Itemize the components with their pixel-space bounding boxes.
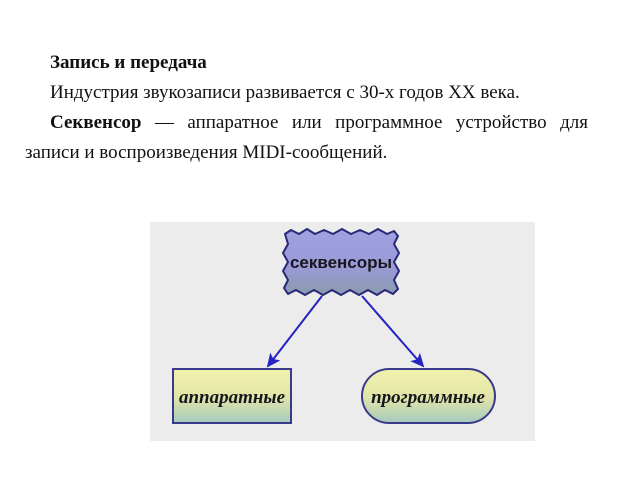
- diagram-panel: секвенсоры аппаратные программные: [150, 222, 535, 441]
- edge-root-to-right: [361, 295, 425, 368]
- root-node-label: секвенсоры: [290, 253, 392, 272]
- diagram-node-left[interactable]: аппаратные: [172, 368, 292, 424]
- right-node-shape: [361, 368, 496, 424]
- left-node-label: аппаратные: [179, 387, 286, 408]
- diagram-edges: [266, 295, 425, 368]
- slide-text-block: Запись и передача Индустрия звукозаписи …: [25, 48, 588, 168]
- diagram-node-root[interactable]: секвенсоры: [282, 228, 400, 296]
- left-node-shape: [172, 368, 292, 424]
- edge-root-to-left: [266, 295, 323, 368]
- right-node-label: программные: [371, 387, 485, 408]
- definition-term: Секвенсор: [50, 112, 142, 133]
- diagram-node-right[interactable]: программные: [361, 368, 496, 424]
- paragraph-intro: Индустрия звукозаписи развивается с 30-х…: [50, 82, 520, 103]
- sequencer-classification-diagram: секвенсоры аппаратные программные: [172, 228, 496, 424]
- root-node-shape: [282, 228, 400, 296]
- paragraph-definition: Секвенсор — аппаратное или программное у…: [25, 108, 588, 168]
- page-title: Запись и передача: [50, 52, 207, 73]
- definition-text: — аппаратное или программное устройство …: [25, 112, 588, 163]
